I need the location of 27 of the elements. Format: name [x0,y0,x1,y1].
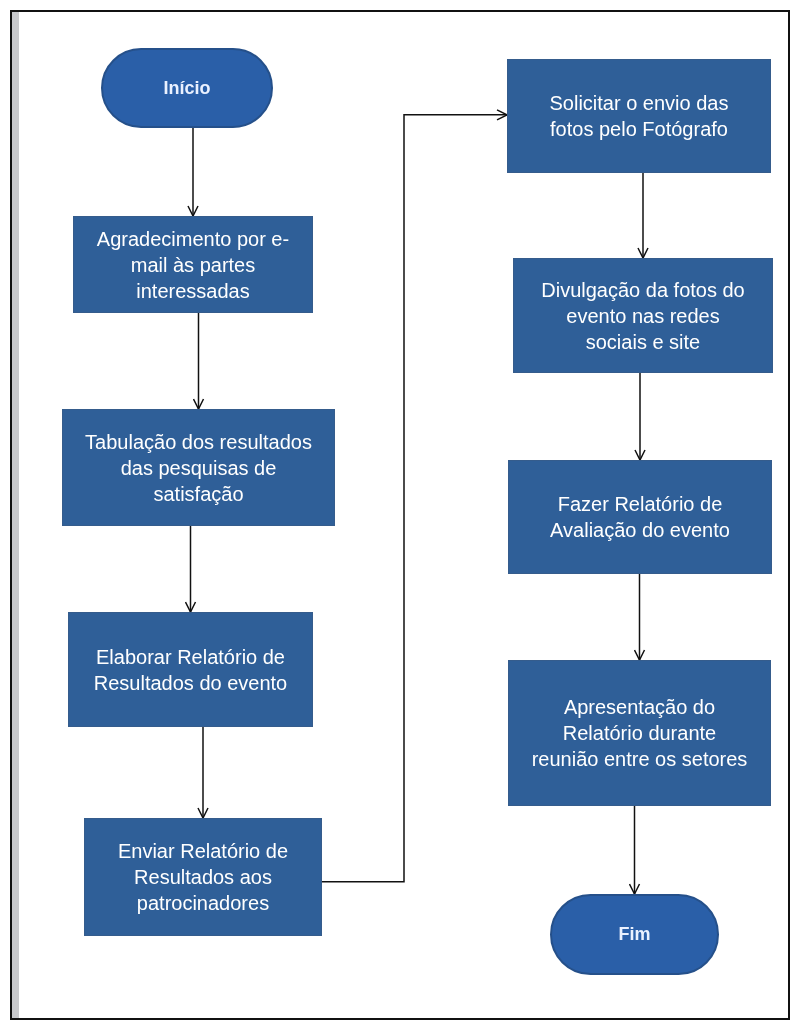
arrow [637,172,649,259]
arrow [197,726,209,819]
arrow [634,372,646,461]
arrow [633,573,646,661]
step-label: Fim [618,924,651,945]
process-box [68,612,313,727]
step-label: Elaborar Relatório de Resultados do evento [92,644,289,696]
arrow [184,525,197,613]
step-label: Apresentação do Relatório durante reunião entre os setores [531,695,748,772]
arrow [321,109,508,883]
process-box [84,818,322,936]
step-label: Enviar Relatório de Resultados aos patrocinadores [116,839,290,916]
process-box [73,216,313,313]
arrow [628,805,641,895]
process-box [508,660,771,806]
step-label: Fazer Relatório de Avaliação do evento [549,492,731,543]
arrow [187,127,199,217]
process-box [62,409,335,526]
process-box [513,258,773,373]
process-box [507,59,771,173]
step-label: Divulgação da fotos do evento nas redes sociais e site [540,277,746,355]
process-box [508,460,772,574]
arrow [192,312,205,410]
step-label: Agradecimento por e-mail às partes interessadas [96,226,290,304]
step-label: Início [163,77,211,99]
step-label: Solicitar o envio das fotos pelo Fotógrafo [548,91,730,142]
step-label: Tabulação dos resultados das pesquisas de satisfação [85,429,312,507]
